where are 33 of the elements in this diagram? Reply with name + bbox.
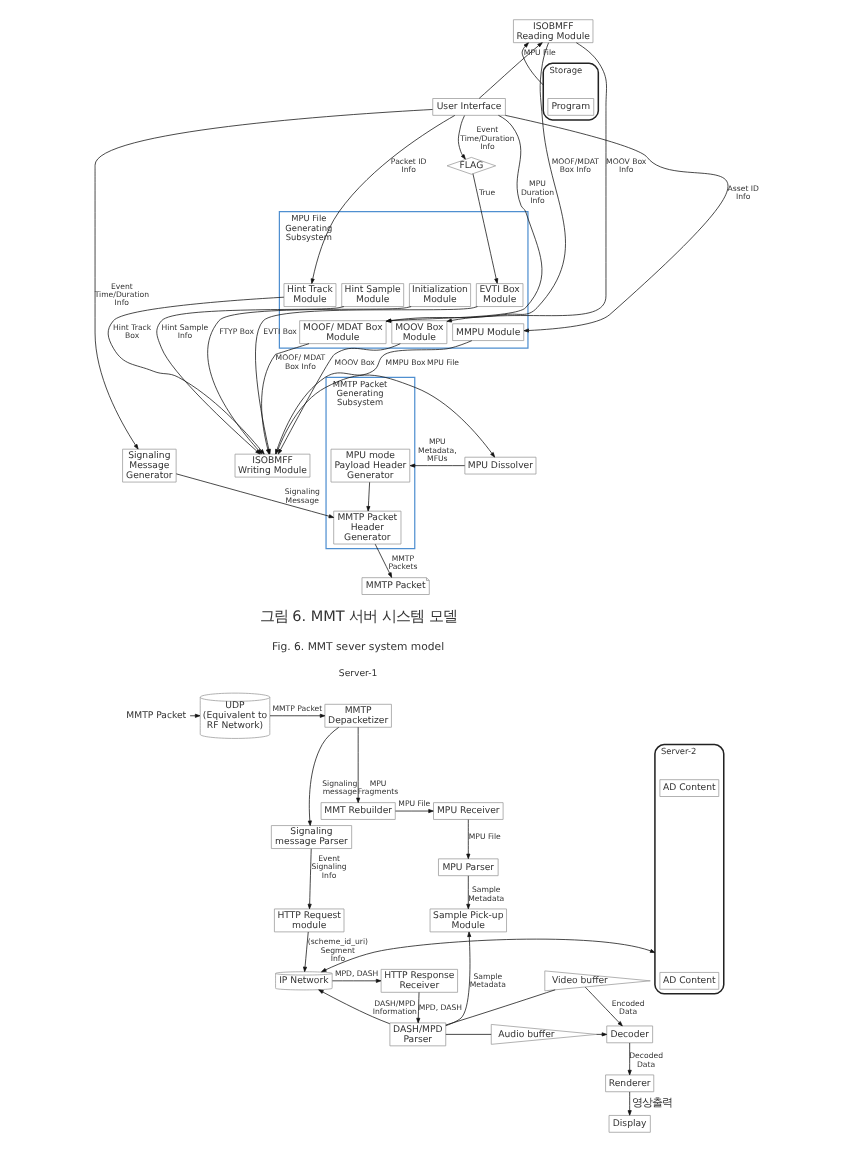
arrow: [93, 109, 432, 450]
arrow: [384, 115, 542, 323]
arrow: [331, 978, 381, 983]
arrow: [268, 713, 325, 718]
arrow: [465, 819, 470, 860]
arrow: [477, 42, 542, 99]
arrow: [583, 986, 622, 1027]
arrow: [457, 115, 465, 160]
arrow: [373, 543, 392, 578]
connector: [444, 989, 555, 1026]
arrow: [444, 931, 471, 1027]
connector: [444, 1034, 491, 1035]
arrow: [309, 115, 455, 284]
arrow: [394, 809, 433, 814]
arrow: [188, 713, 200, 718]
arrow: [445, 42, 606, 323]
arrow: [408, 463, 465, 468]
arrow: [471, 173, 498, 284]
arrow: [595, 1032, 607, 1037]
arrow: [174, 473, 334, 519]
arrow: [415, 992, 420, 1024]
arrow: [504, 115, 728, 333]
arrow: [317, 989, 390, 1025]
arrow: [465, 875, 470, 910]
arrow: [355, 726, 360, 803]
arrow: [302, 931, 308, 972]
arrow: [626, 1042, 631, 1076]
arrow: [306, 727, 339, 826]
arrow: [384, 42, 565, 323]
arrow: [365, 481, 370, 512]
arrow: [320, 938, 655, 973]
arrow: [626, 1091, 631, 1116]
arrow: [306, 848, 311, 910]
